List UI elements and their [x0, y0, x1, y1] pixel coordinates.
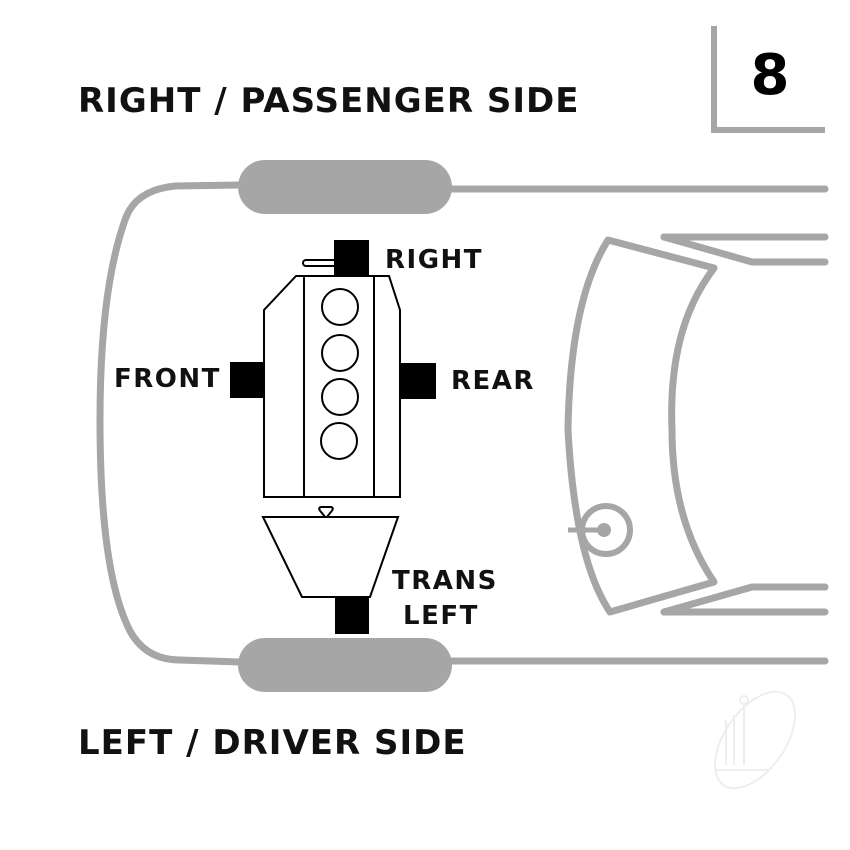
number-frame — [711, 26, 825, 133]
mount-right-label: RIGHT — [385, 245, 484, 275]
mount-rear-marker[interactable] — [401, 363, 436, 399]
diagram-number: 8 — [750, 43, 790, 108]
wheel-front-right — [238, 160, 452, 214]
transmission-icon — [261, 506, 400, 598]
mount-trans-left-marker[interactable] — [335, 597, 369, 634]
mount-trans-left-label: LEFT — [403, 601, 479, 631]
mount-front-marker[interactable] — [230, 362, 265, 398]
mount-rear-label: REAR — [451, 366, 535, 396]
wheel-front-left — [238, 638, 452, 692]
mount-front-label: FRONT — [114, 364, 221, 394]
car-body-outline — [96, 181, 829, 666]
steering-wheel-icon — [568, 503, 633, 557]
engine-block-icon — [263, 259, 401, 498]
watermark-logo-icon — [714, 690, 796, 790]
driver-side-label: LEFT / DRIVER SIDE — [78, 723, 467, 763]
passenger-side-label: RIGHT / PASSENGER SIDE — [78, 81, 580, 121]
cabin-outline — [564, 233, 829, 616]
mount-right-marker[interactable] — [334, 240, 369, 276]
mount-trans-label: TRANS — [392, 566, 498, 596]
